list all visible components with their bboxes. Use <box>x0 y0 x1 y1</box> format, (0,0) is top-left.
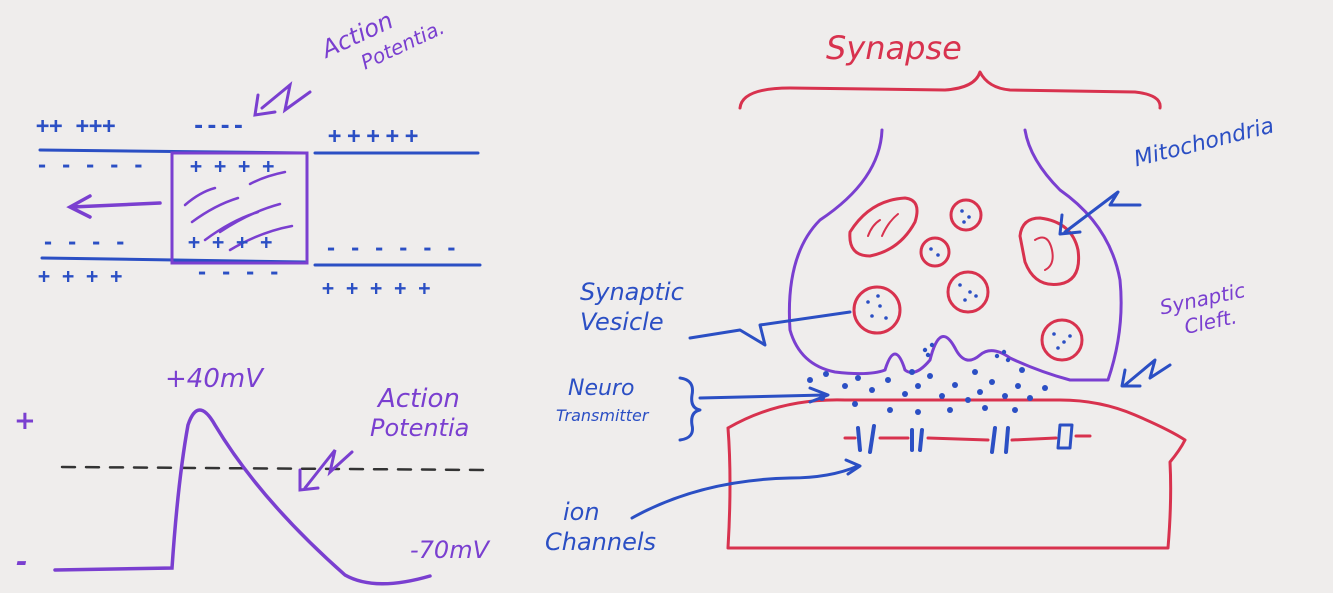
ion-channel-connectors <box>845 436 1090 440</box>
neurotransmitter-brace-pointer <box>680 378 828 440</box>
neurotransmitter-label: Neuro Transmitter <box>556 378 648 424</box>
vesicle-pointer <box>690 312 850 345</box>
neuro-label-line1: Neuro <box>568 378 648 400</box>
synapse-title: Synapse <box>826 32 962 64</box>
graph-action-potential-label: Action Potentia <box>370 386 469 440</box>
synapse-diagram <box>632 72 1185 548</box>
ion-label-line1: ion <box>563 500 656 524</box>
bottom-inner-charges-mid: + + + + <box>188 232 272 252</box>
ion-label-line2: Channels <box>545 530 656 554</box>
bottom-outer-charges-mid: - - - - <box>196 262 280 282</box>
ion-channel-pointer <box>632 460 860 518</box>
ion-channels-label: ion Channels <box>545 500 656 554</box>
synaptic-vesicle-label: Synaptic Vesicle <box>580 280 684 334</box>
bottom-inner-charges-left: - - - - <box>42 232 126 252</box>
bottom-outer-charges-right: + + + + + <box>322 278 430 298</box>
top-inner-charges-left: - - - - - <box>36 155 144 175</box>
top-inner-charges-mid: + + + + <box>190 156 274 176</box>
cleft-pointer <box>1122 360 1170 386</box>
postsynaptic-membrane <box>728 400 1185 548</box>
top-outer-charges-mid: ---- <box>192 116 245 138</box>
propagation-arrow <box>70 196 160 217</box>
axon-label-pointer <box>255 85 310 115</box>
top-outer-charges-left: ++ +++ <box>36 116 115 138</box>
resting-voltage-label: -70mV <box>410 538 489 562</box>
graph-label-line1: Action <box>378 386 469 412</box>
top-outer-charges-right: +++++ <box>328 126 424 148</box>
threshold-dashed-line <box>62 467 485 470</box>
y-axis-minus: - <box>16 548 28 576</box>
vesicle-label-line2: Vesicle <box>580 310 684 334</box>
bottom-outer-charges-left: + + + + <box>38 266 122 286</box>
y-axis-plus: + <box>14 408 36 434</box>
peak-voltage-label: +40mV <box>165 366 263 392</box>
mitochondrion-1 <box>850 198 917 256</box>
bottom-inner-charges-right: - - - - - - <box>325 238 457 258</box>
presynaptic-terminal <box>789 130 1121 380</box>
synapse-brace <box>740 72 1160 108</box>
neuro-label-line2: Transmitter <box>556 408 648 424</box>
graph-label-line2: Potentia <box>370 416 469 440</box>
vesicle-label-line1: Synaptic <box>580 280 684 304</box>
